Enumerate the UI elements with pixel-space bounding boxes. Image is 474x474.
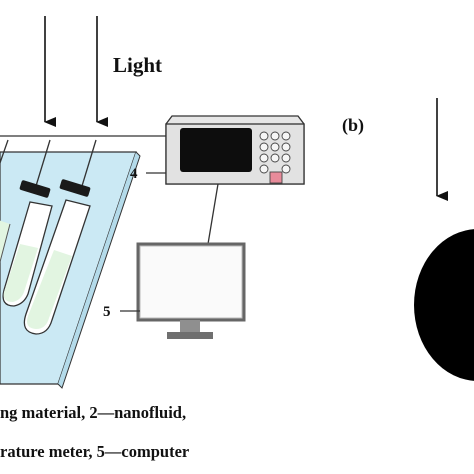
caption-line-2: rature meter, 5—computer (0, 442, 189, 461)
meter-screen (180, 128, 252, 172)
meter-red-button (269, 171, 283, 184)
test-tube-1 (2, 139, 53, 307)
meter-computer-cable (207, 183, 219, 245)
panel-b-label: (b) (342, 115, 364, 136)
test-tube-2 (23, 139, 97, 335)
callout-5-label: 5 (103, 304, 111, 320)
test-tube-left (0, 139, 11, 263)
computer-monitor (136, 242, 246, 339)
caption-line-1: ng material, 2—nanofluid, (0, 403, 186, 422)
light-label: Light (113, 53, 162, 77)
temperature-meter (165, 115, 305, 185)
black-disc (414, 229, 474, 381)
water-bath-edge (57, 151, 141, 389)
callout-4-label: 4 (130, 166, 138, 182)
meter-keypad (259, 131, 291, 174)
